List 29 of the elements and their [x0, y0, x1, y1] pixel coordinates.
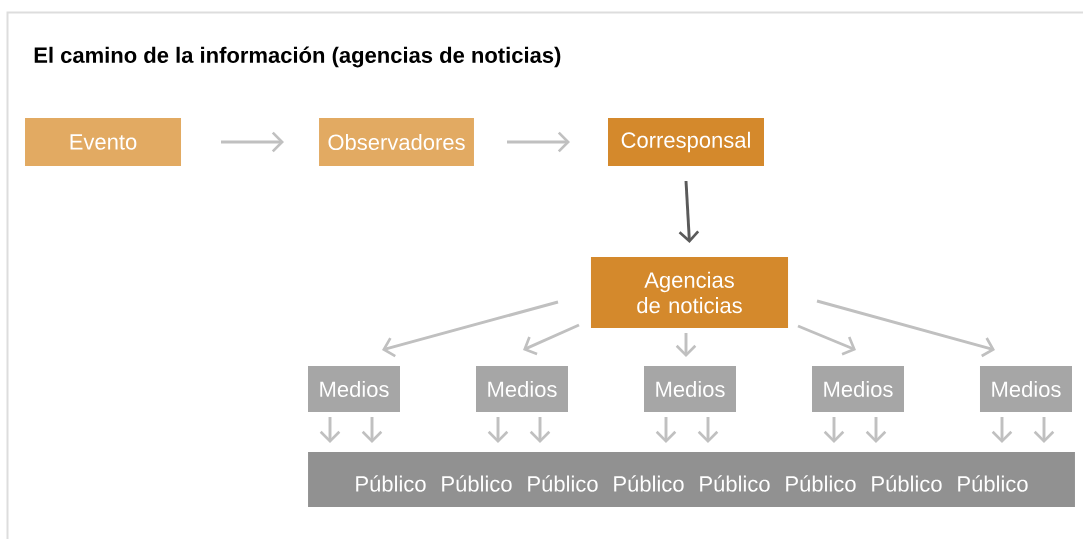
arrow — [678, 180, 700, 243]
arrow — [361, 417, 383, 443]
arrow — [816, 299, 995, 358]
process-box: Corresponsal — [608, 118, 764, 166]
arrow — [865, 417, 887, 443]
media-box: Medios — [308, 366, 400, 412]
arrow — [523, 323, 580, 356]
arrow — [675, 333, 697, 357]
arrow — [1033, 417, 1055, 443]
arrow — [487, 417, 509, 443]
arrow — [655, 417, 677, 443]
arrow — [507, 131, 570, 153]
process-box: Observadores — [319, 118, 474, 166]
arrow — [382, 300, 559, 358]
audience-bar: Público Público Público Público Público Público Público Público — [308, 452, 1075, 507]
process-box: Agencias de noticias — [590, 257, 789, 328]
arrow — [697, 417, 719, 443]
media-box: Medios — [812, 366, 904, 412]
arrow — [797, 324, 856, 356]
arrow — [529, 417, 551, 443]
title: El camino de la información (agencias de noticias) — [34, 46, 561, 68]
arrow — [991, 417, 1013, 443]
arrow — [221, 131, 284, 153]
event-box: Evento — [25, 118, 181, 166]
media-box: Medios — [476, 366, 568, 412]
arrow — [823, 417, 845, 443]
arrow — [319, 417, 341, 443]
media-box: Medios — [980, 366, 1072, 412]
media-box: Medios — [644, 366, 736, 412]
